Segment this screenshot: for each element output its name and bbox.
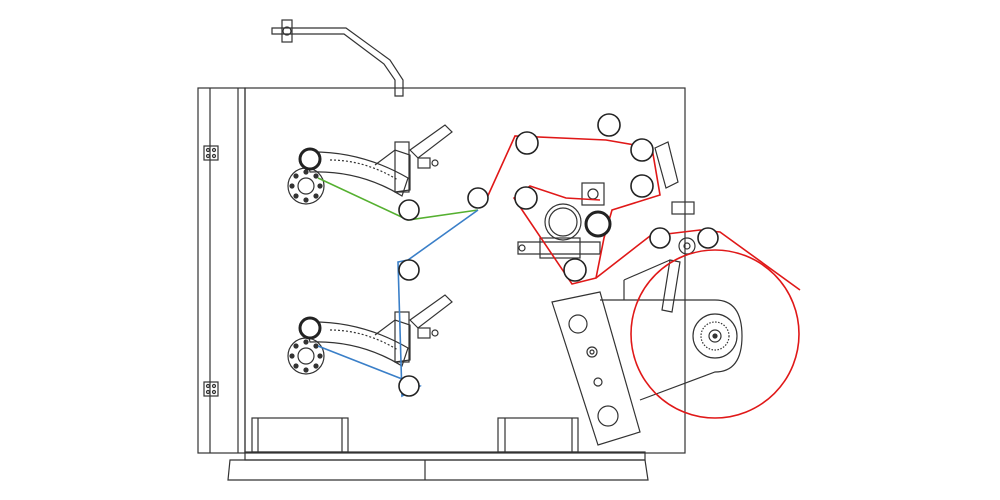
rewind-arm-plate [551,259,743,446]
roller-upper-unwind-lower [398,199,420,221]
web-path-main [485,135,661,285]
roller-lower-unwind-guide [298,316,322,340]
web-path-upper-unwind [317,177,479,221]
top-handle [271,19,404,97]
roller-rewind-right [697,227,719,249]
machine-base [227,417,649,481]
center-drum-assembly [517,182,605,259]
machine-outline [197,19,743,481]
upper-unwind-arm [304,124,453,197]
roller-tension [563,258,587,282]
upper-unwind-hub [287,167,325,205]
roller-drum-right [584,210,612,238]
web-path-to-rewind [595,229,801,291]
lower-unwind-hub [287,337,325,375]
rewind-hub [692,313,738,359]
left-side-frame [197,87,246,454]
web-path-lower-unwind [317,209,479,398]
roller-right-upper [630,138,654,162]
dancer-assembly [654,141,696,313]
roller-upper-guide-mid [467,187,489,209]
large-rewind-roll [630,249,800,419]
roller-rewind-left [649,227,671,249]
roller-lower-unwind-lower [398,375,420,397]
roller-center-left [514,186,538,210]
roller-upper-unwind-guide [298,147,322,171]
roller-top-left [515,131,539,155]
roller-right-lower [630,174,654,198]
roller-top-right [597,113,621,137]
lower-unwind-arm [304,294,453,367]
rollers [298,113,719,397]
roller-middle-transfer [398,259,420,281]
